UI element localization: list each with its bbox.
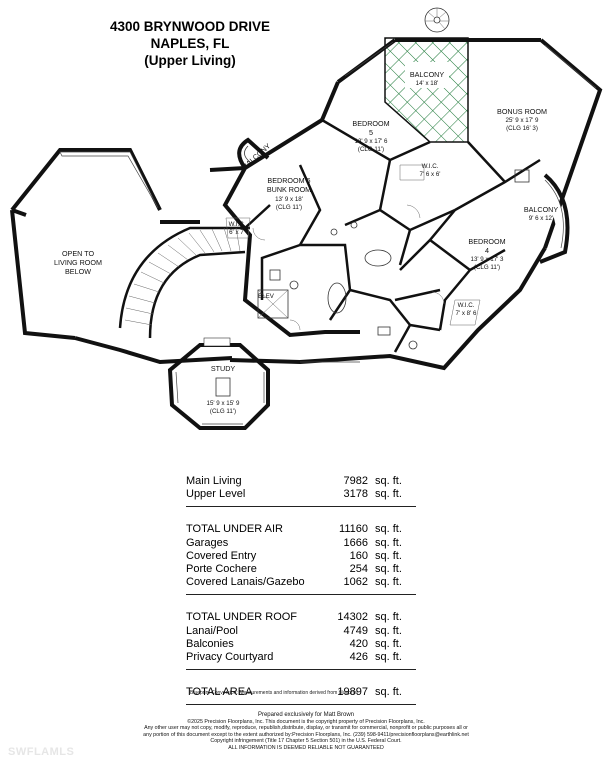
area-row-covered-lanais: Covered Lanais/Gazebo 1062 sq. ft. — [186, 576, 402, 589]
area-row-porte-cochere: Porte Cochere 254 sq. ft. — [186, 562, 402, 575]
room-label-wic-b4: W.I.C. 7' x 8' 6 — [456, 302, 477, 317]
svg-text:W.I.C.: W.I.C. — [229, 221, 246, 228]
svg-text:BONUS ROOM: BONUS ROOM — [497, 107, 547, 116]
svg-text:LIVING ROOM: LIVING ROOM — [54, 258, 102, 267]
room-label-balcony-top: BALCONY 14' x 18' — [410, 70, 445, 87]
svg-text:(CLG 11'): (CLG 11') — [358, 146, 384, 153]
room-label-elev: ELEV — [258, 293, 275, 300]
room-label-bonus-room: BONUS ROOM 25' 9 x 17' 9 (CLG 16' 3) — [497, 107, 547, 132]
room-label-wic-b6: W.I.C. 6' x 7' — [229, 221, 246, 236]
copyright-line: Any other user may not copy, modify, rep… — [144, 725, 468, 732]
svg-text:STUDY: STUDY — [211, 364, 236, 373]
copyright-line: any portion of this document except to t… — [143, 731, 469, 738]
spiral-stair — [424, 7, 450, 33]
area-row-upper-level: Upper Level 3178 sq. ft. — [186, 488, 402, 501]
mls-watermark: SWFLAMLS — [8, 746, 75, 758]
room-label-bedroom-5: BEDROOM 5 13' 9 x 17' 6 (CLG 11') — [352, 119, 389, 153]
bathtub-left — [327, 282, 347, 314]
prepared-for: Prepared exclusively for Matt Brown — [257, 712, 355, 718]
svg-text:BEDROOM 6: BEDROOM 6 — [267, 176, 310, 185]
room-label-bedroom-4: BEDROOM 4 13' 9 x 17' 3 (CLG 11') — [468, 237, 505, 271]
area-row-garages: Garages 1666 sq. ft. — [186, 536, 402, 549]
area-row-main-living: Main Living 7982 sq. ft. — [186, 475, 402, 487]
area-row-covered-entry: Covered Entry 160 sq. ft. — [186, 549, 402, 562]
svg-text:13' 9 x 17' 3: 13' 9 x 17' 3 — [471, 256, 505, 263]
area-row-balconies: Balconies 420 sq. ft. — [186, 637, 402, 650]
svg-text:BEDROOM: BEDROOM — [352, 119, 389, 128]
page-title: 4300 BRYNWOOD DRIVE NAPLES, FL (Upper Li… — [100, 18, 280, 69]
room-label-wic-b5: W.I.C. 7' 6 x 6' — [420, 163, 441, 178]
svg-text:(CLG 16' 3): (CLG 16' 3) — [506, 125, 538, 132]
svg-text:13' 9 x 18': 13' 9 x 18' — [275, 196, 303, 203]
svg-text:(CLG 11'): (CLG 11') — [276, 204, 302, 211]
area-row-lanai-pool: Lanai/Pool 4749 sq. ft. — [186, 624, 402, 637]
blueprint-disclaimer: Blueprint Conversion: Measurements and i… — [190, 690, 358, 696]
svg-text:7' x 8' 6: 7' x 8' 6 — [456, 310, 477, 317]
address-line: 4300 BRYNWOOD DRIVE — [109, 19, 271, 34]
svg-text:BUNK ROOM: BUNK ROOM — [267, 185, 311, 194]
svg-text:BALCONY: BALCONY — [524, 205, 559, 214]
room-label-study: STUDY 15' 9 x 15' 9 (CLG 11') — [207, 364, 241, 415]
divider — [186, 669, 416, 671]
city-line: NAPLES, FL — [150, 36, 230, 51]
svg-text:OPEN TO: OPEN TO — [62, 249, 94, 258]
study-desk — [215, 377, 231, 397]
divider — [186, 594, 416, 596]
copyright-line: ALL INFORMATION IS DEEMED RELIABLE NOT G… — [228, 744, 384, 751]
svg-text:(CLG 11'): (CLG 11') — [474, 264, 500, 271]
svg-text:W.I.C.: W.I.C. — [458, 302, 475, 309]
svg-text:5: 5 — [369, 128, 373, 137]
svg-text:14' x 18': 14' x 18' — [416, 80, 439, 87]
svg-text:4: 4 — [485, 246, 489, 255]
divider — [186, 506, 416, 508]
svg-text:ELEV: ELEV — [258, 293, 275, 300]
area-row-total-area: TOTAL AREA 19897 sq. ft. — [186, 686, 402, 699]
svg-text:BELOW: BELOW — [65, 267, 91, 276]
svg-text:13' 9 x 17' 6: 13' 9 x 17' 6 — [355, 138, 389, 145]
elevator-box — [257, 289, 289, 319]
area-row-total-under-air: TOTAL UNDER AIR 11160 sq. ft. — [186, 523, 402, 536]
curved-staircase — [118, 226, 250, 339]
svg-text:BALCONY: BALCONY — [410, 70, 445, 79]
divider — [186, 704, 416, 706]
area-row-total-under-roof: TOTAL UNDER ROOF 14302 sq. ft. — [186, 611, 402, 624]
svg-text:BEDROOM: BEDROOM — [468, 237, 505, 246]
balcony-top-lattice — [384, 37, 469, 143]
floor-plan: BALCONY 14' x 18' BEDROOM 5 13' 9 x 17' … — [10, 7, 603, 430]
copyright-credits: Prepared exclusively for Matt Brown ©202… — [86, 712, 526, 752]
svg-text:9' 6 x 12': 9' 6 x 12' — [529, 215, 553, 222]
room-label-open-to-living: OPEN TO LIVING ROOM BELOW — [54, 249, 102, 276]
area-summary-table: Main Living 7982 sq. ft. Upper Level 317… — [186, 475, 426, 709]
svg-text:W.I.C.: W.I.C. — [422, 163, 439, 170]
svg-text:25' 9 x 17' 9: 25' 9 x 17' 9 — [506, 117, 540, 124]
bathtub-center — [364, 249, 392, 267]
svg-text:7' 6 x 6': 7' 6 x 6' — [420, 171, 441, 178]
svg-text:6' x 7': 6' x 7' — [229, 229, 245, 236]
area-row-privacy-courtyard: Privacy Courtyard 426 sq. ft. — [186, 650, 402, 663]
copyright-line: Copyright infringement (Title 17 Chapter… — [210, 738, 402, 745]
svg-text:15' 9 x 15' 9: 15' 9 x 15' 9 — [207, 400, 241, 407]
svg-text:(CLG 11'): (CLG 11') — [210, 408, 236, 415]
room-label-bedroom-6: BEDROOM 6 BUNK ROOM 13' 9 x 18' (CLG 11'… — [267, 176, 311, 211]
room-label-balcony-right: BALCONY 9' 6 x 12' — [524, 205, 559, 222]
level-line: (Upper Living) — [144, 53, 236, 68]
copyright-line: ©2025 Precision Floorplans, Inc. This do… — [187, 718, 425, 725]
